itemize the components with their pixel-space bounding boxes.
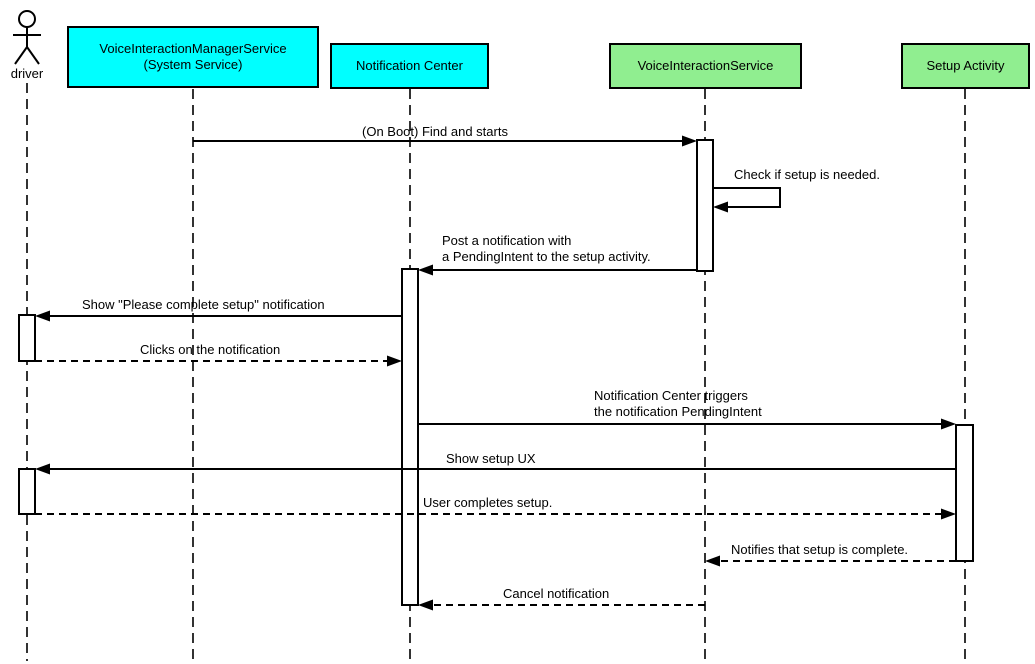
- participant-box-voice-interaction-service: VoiceInteractionService: [609, 43, 802, 89]
- message-label-on-boot-find-and-starts: (On Boot) Find and starts: [362, 124, 508, 139]
- message-arrow-4: [35, 310, 402, 322]
- message-arrow-9: [705, 555, 956, 567]
- arrowhead-left: [705, 555, 720, 567]
- arrowhead-left: [35, 310, 50, 322]
- arrowhead-right: [941, 508, 956, 520]
- arrowhead-left: [418, 264, 433, 276]
- activation-driver-2: [18, 468, 36, 515]
- message-label-notifies-setup-complete: Notifies that setup is complete.: [731, 542, 909, 557]
- message-label-triggers-pendingintent: Notification Center triggers the notific…: [594, 388, 762, 419]
- arrowhead-right: [682, 135, 697, 147]
- activation-driver-1: [18, 314, 36, 362]
- participant-box-setup-activity: Setup Activity: [901, 43, 1030, 89]
- actor-driver-icon: [13, 10, 41, 65]
- message-label-cancel-notification: Cancel notification: [503, 586, 610, 601]
- message-arrow-6: [418, 418, 956, 430]
- message-label-show-complete-setup-notification: Show "Please complete setup" notificatio…: [82, 297, 325, 312]
- message-arrow-1: [193, 135, 697, 147]
- message-label-post-notification: Post a notification with a PendingIntent…: [442, 233, 651, 264]
- activation-setup-activity: [955, 424, 974, 562]
- message-arrow-2-self: [713, 187, 781, 213]
- arrowhead-right: [387, 355, 402, 367]
- message-label-user-completes-setup: User completes setup.: [423, 495, 553, 510]
- actor-right-leg: [26, 46, 40, 65]
- activation-notification-center: [401, 268, 419, 606]
- participant-box-voice-interaction-manager-service: VoiceInteractionManagerService (System S…: [67, 26, 319, 88]
- arrowhead-left: [35, 463, 50, 475]
- message-label-show-setup-ux: Show setup UX: [446, 451, 536, 466]
- message-label-check-if-setup-needed: Check if setup is needed.: [734, 167, 880, 182]
- participant-label-driver: driver: [10, 66, 44, 81]
- message-arrow-3: [418, 264, 697, 276]
- activation-voice-interaction-service: [696, 139, 714, 272]
- arrowhead-left: [418, 599, 433, 611]
- message-arrow-7: [35, 463, 956, 475]
- message-label-clicks-on-notification: Clicks on the notification: [140, 342, 281, 357]
- participant-box-notification-center: Notification Center: [330, 43, 489, 89]
- message-arrow-10: [418, 599, 705, 611]
- message-arrow-5: [35, 355, 402, 367]
- arrowhead-right: [941, 418, 956, 430]
- actor-left-leg: [14, 46, 28, 65]
- actor-head: [18, 10, 36, 28]
- arrowhead-left: [713, 201, 728, 213]
- message-arrow-8: [35, 508, 956, 520]
